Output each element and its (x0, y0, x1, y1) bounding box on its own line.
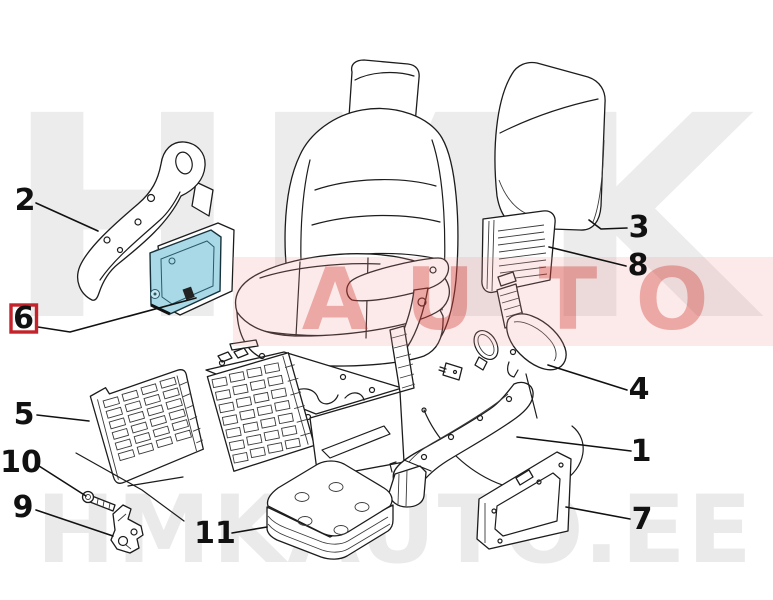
callouts: 2 6 5 10 9 11 3 8 4 1 7 (0, 183, 652, 551)
watermark-letter-t: T (539, 250, 598, 350)
part-10-screw (81, 490, 116, 512)
callout-7: 7 (632, 502, 653, 537)
part-5-grille-panel (89, 369, 204, 484)
leader-lines (35, 202, 632, 537)
part-4-armrest (506, 313, 567, 378)
alignment-lines (75, 373, 538, 522)
base-grille (206, 352, 316, 472)
watermark-letter-o: O (635, 250, 708, 350)
watermark-auto-band: A U T O (233, 250, 773, 350)
seat-base-frame (205, 325, 584, 504)
seat-armrest (346, 257, 450, 347)
part-2-side-trim (77, 141, 214, 301)
callout-2: 2 (15, 183, 36, 218)
callout-1: 1 (631, 434, 652, 469)
part-6-clip (182, 286, 195, 301)
part-11-storage-tray (266, 460, 394, 560)
callout-11: 11 (194, 516, 236, 551)
callout-3: 3 (629, 210, 650, 245)
callout-9: 9 (13, 490, 34, 525)
part-6-highlighted-panel (149, 222, 235, 316)
watermark-letter-a: A (302, 250, 369, 350)
part-9-bracket (110, 504, 144, 554)
part-7-side-panel (476, 451, 572, 550)
callout-5: 5 (14, 397, 35, 432)
callout-6-highlight-box (9, 303, 39, 334)
part-3-backrest-panel (494, 61, 606, 231)
watermark-letter-u: U (405, 250, 475, 350)
callout-4: 4 (629, 372, 650, 407)
part-8-vent-panel (481, 210, 556, 294)
part-1-side-rail (388, 381, 534, 508)
callout-6: 6 (13, 301, 34, 336)
callout-10: 10 (0, 445, 42, 480)
seat-assembly (205, 59, 584, 504)
callout-8: 8 (628, 248, 649, 283)
